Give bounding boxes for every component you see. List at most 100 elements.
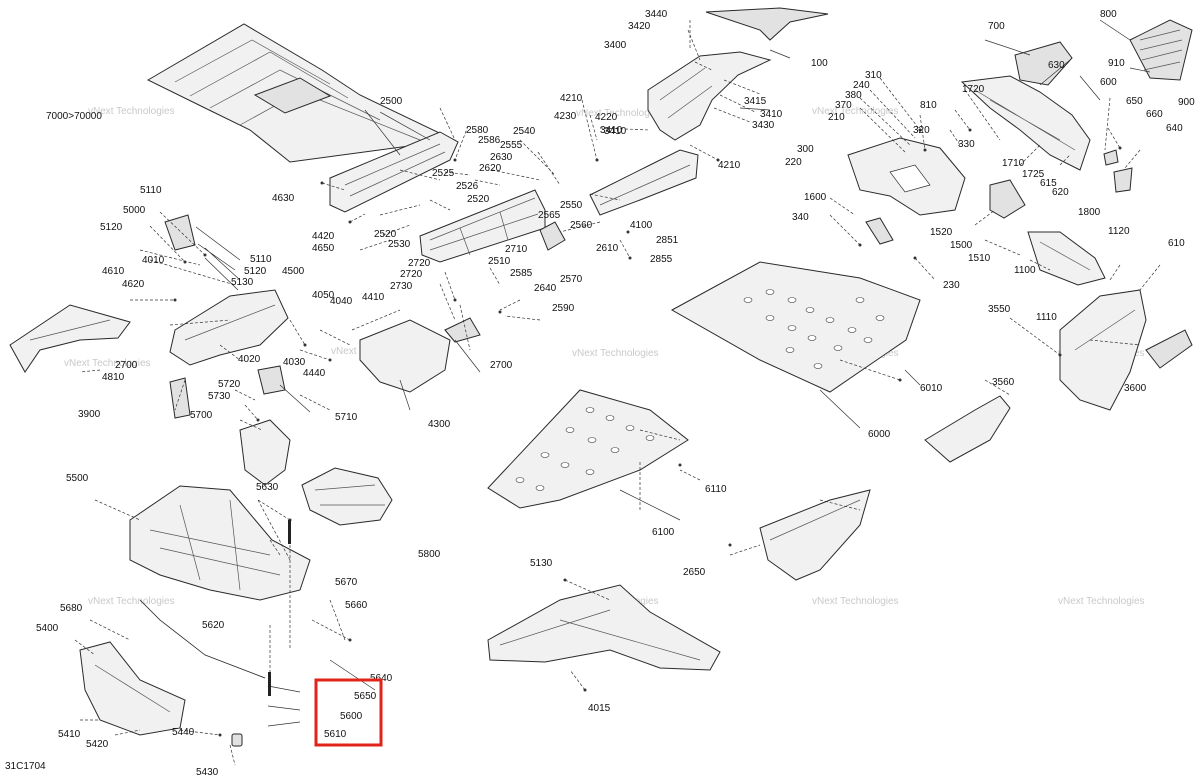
part-5440 [231, 733, 243, 747]
part-floor-6000 [670, 261, 921, 393]
part-5700 [239, 419, 291, 486]
callout-highlighted: 5600 [340, 711, 363, 722]
callout: 2530 [388, 239, 411, 250]
callout: 2620 [479, 163, 502, 174]
callout: 620 [1052, 187, 1069, 198]
callout: 640 [1166, 123, 1183, 134]
callout: 615 [1040, 178, 1057, 189]
callout: 1110 [1036, 312, 1057, 323]
callout: 2510 [488, 256, 511, 267]
callout: 100 [811, 58, 828, 69]
part-panel-1500 [989, 179, 1026, 219]
callout: 1720 [962, 84, 985, 95]
part-sill-4100 [589, 149, 699, 216]
callout: 5680 [60, 603, 83, 614]
callout: 210 [828, 112, 845, 123]
callout: 330 [958, 139, 975, 150]
part-5710 [257, 365, 286, 395]
part-seatbase-5500 [129, 485, 311, 601]
callout: 5630 [256, 482, 279, 493]
watermark: vNext Technologies [572, 348, 659, 359]
callout: 2526 [456, 181, 479, 192]
callout: 4300 [428, 419, 451, 430]
callout: 4440 [303, 368, 326, 379]
callout: 5720 [218, 379, 241, 390]
callout: 2500 [380, 96, 403, 107]
callout: 220 [785, 157, 802, 168]
callout: 610 [1168, 238, 1185, 249]
callout: 4500 [282, 266, 305, 277]
part-grille-800 [1129, 19, 1193, 81]
callout: 2555 [500, 140, 523, 151]
callout: 2590 [552, 303, 575, 314]
callout: 2520 [374, 229, 397, 240]
callout: 800 [1100, 9, 1117, 20]
callout: 5400 [36, 623, 59, 634]
callout: 2540 [513, 126, 536, 137]
part-door-2500 [329, 131, 459, 213]
callout: 2550 [560, 200, 583, 211]
callout: 5620 [202, 620, 225, 631]
callout: 2565 [538, 210, 561, 221]
callout: 5130 [231, 277, 254, 288]
callout: 5110 [250, 254, 272, 265]
callout: 2560 [570, 220, 593, 231]
part-4015 [487, 584, 721, 671]
part-1110 [1059, 289, 1147, 411]
callout: 910 [1108, 58, 1125, 69]
callout: 4210 [560, 93, 583, 104]
watermark: vNext Technologies [88, 106, 175, 117]
callout: 2586 [478, 135, 501, 146]
callout: 2720 [400, 269, 423, 280]
callout: 3420 [628, 21, 651, 32]
callout: 1520 [930, 227, 953, 238]
part-2700 [444, 317, 481, 343]
callout: 5420 [86, 739, 109, 750]
callout: 5710 [335, 412, 358, 423]
part-fender-3900 [9, 304, 131, 373]
callout: 1800 [1078, 207, 1101, 218]
callout: 5660 [345, 600, 368, 611]
callout: 600 [1100, 77, 1117, 88]
callout-labels: 3440 3420 3400 100 800 700 630 910 900 6… [36, 9, 1195, 776]
callout: 5800 [418, 549, 441, 560]
callout: 2855 [650, 254, 673, 265]
callout: 1510 [968, 253, 991, 264]
callout: 3410 [760, 109, 783, 120]
callout: 2700 [115, 360, 138, 371]
floor-holes [515, 407, 655, 491]
part-2570 [539, 221, 566, 251]
callout: 700 [988, 21, 1005, 32]
callout: 4420 [312, 231, 335, 242]
callout: 4220 [595, 112, 618, 123]
callout: 2630 [490, 152, 513, 163]
callout: 5120 [244, 266, 267, 277]
callout: 5670 [335, 577, 358, 588]
callout: 7000>70000 [46, 111, 102, 122]
callout: 6010 [920, 383, 943, 394]
callout: 3410 [604, 126, 627, 137]
callout: 300 [797, 144, 814, 155]
callout: 6110 [705, 484, 727, 495]
callout: 2720 [408, 258, 431, 269]
part-5400 [79, 641, 186, 736]
callout: 5700 [190, 410, 213, 421]
callout: 2851 [656, 235, 679, 246]
callout: 810 [920, 100, 937, 111]
callout: 5730 [208, 391, 231, 402]
callout: 4210 [718, 160, 741, 171]
callout: 5000 [123, 205, 146, 216]
callout: 2710 [505, 244, 528, 255]
callout: 4020 [238, 354, 261, 365]
callout: 4010 [142, 255, 165, 266]
watermark: vNext Technologies [88, 596, 175, 607]
callout: 5430 [196, 767, 219, 776]
callout: 5500 [66, 473, 89, 484]
diagram-code: 31C1704 [5, 761, 46, 772]
callout: 2650 [683, 567, 706, 578]
watermark: vNext Technologies [1058, 596, 1145, 607]
callout: 5410 [58, 729, 81, 740]
part-4810 [169, 377, 191, 419]
callout: 230 [943, 280, 960, 291]
